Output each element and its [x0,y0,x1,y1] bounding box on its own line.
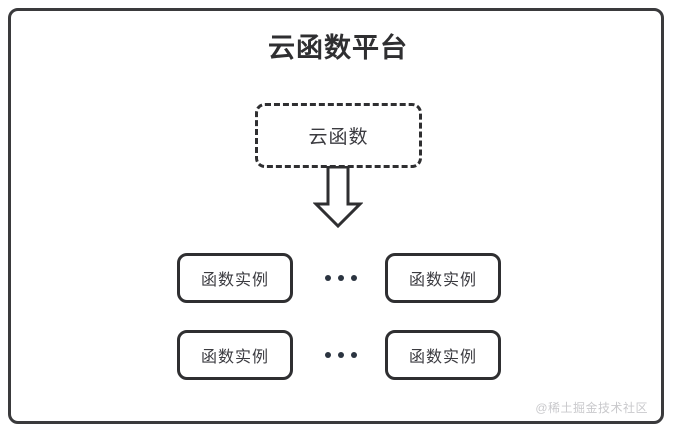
cloud-function-node: 云函数 [255,103,422,168]
down-arrow-icon [312,165,364,229]
function-instance-label: 函数实例 [408,272,477,289]
dot [325,275,331,281]
function-instance-label: 函数实例 [200,349,269,366]
instance-row-2: 函数实例 函数实例 [0,330,676,380]
ellipsis-dots-icon [310,253,372,303]
dot [338,275,344,281]
function-instance-box: 函数实例 [177,253,293,303]
function-instance-box: 函数实例 [385,253,501,303]
watermark-text: @稀土掘金技术社区 [535,401,648,415]
function-instance-label: 函数实例 [408,349,477,366]
dot [351,275,357,281]
function-instance-box: 函数实例 [177,330,293,380]
dot [325,352,331,358]
cloud-function-label: 云函数 [308,127,369,148]
instance-row-1: 函数实例 函数实例 [0,253,676,303]
function-instance-box: 函数实例 [385,330,501,380]
dot [351,352,357,358]
dot [338,352,344,358]
page-title: 云函数平台 [268,33,408,63]
function-instance-label: 函数实例 [200,272,269,289]
ellipsis-dots-icon [310,330,372,380]
